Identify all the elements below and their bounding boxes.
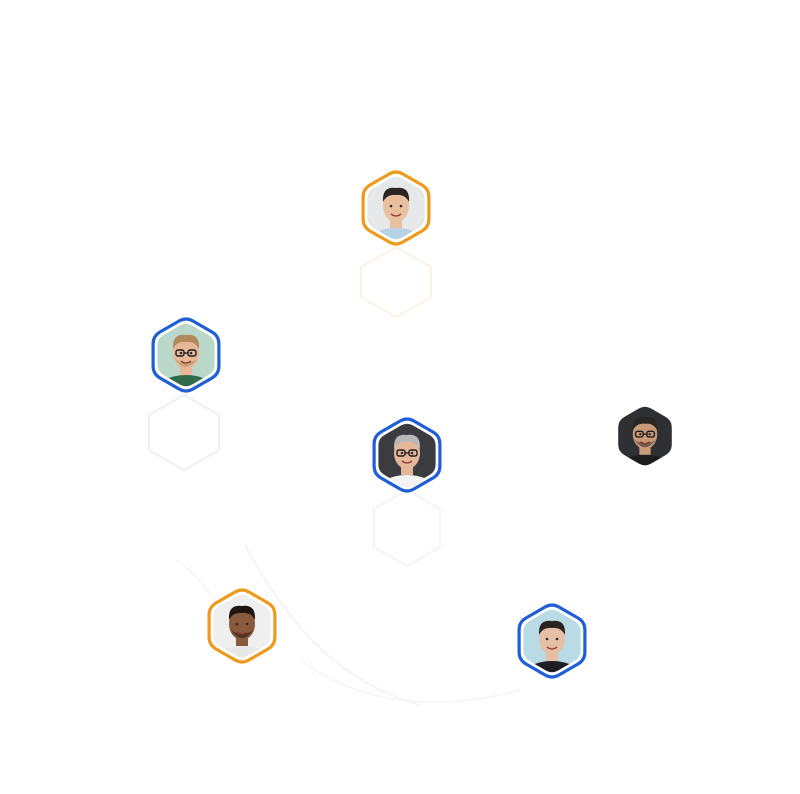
avatar-photo (157, 323, 215, 387)
connector-curve-bottom (299, 659, 521, 704)
ghost-hex-top (360, 245, 432, 319)
avatar-young-man-light-tshirt[interactable] (356, 168, 436, 260)
avatar-young-man-dark-shirt[interactable] (512, 601, 592, 693)
avatar-photo (523, 609, 581, 673)
avatar-photo (618, 406, 672, 466)
ghost-hex-center (373, 488, 441, 568)
avatars (146, 168, 685, 693)
connector-curve-left (244, 544, 421, 706)
ghost-hexagons (148, 245, 441, 568)
ghost-hex-left (148, 393, 220, 472)
avatar-man-dark-bald-glasses[interactable] (605, 396, 685, 485)
avatar-man-blond-glasses[interactable] (146, 315, 226, 407)
avatar-man-dark-skin[interactable] (202, 586, 282, 678)
avatar-photo (213, 594, 271, 658)
avatar-man-gray-hair-glasses[interactable] (367, 415, 447, 507)
avatar-photo (378, 423, 436, 487)
